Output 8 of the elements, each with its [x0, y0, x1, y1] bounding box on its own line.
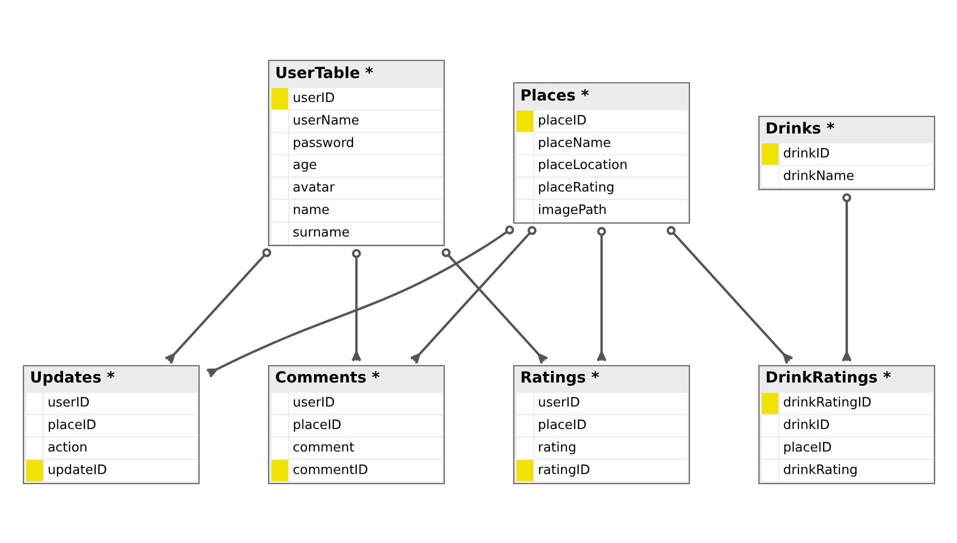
connector	[164, 248, 271, 364]
connector	[841, 192, 852, 362]
connector	[596, 226, 606, 362]
connector	[409, 226, 536, 364]
connector	[351, 248, 361, 362]
connector	[441, 248, 548, 364]
connector	[666, 226, 793, 364]
connector	[205, 224, 514, 378]
